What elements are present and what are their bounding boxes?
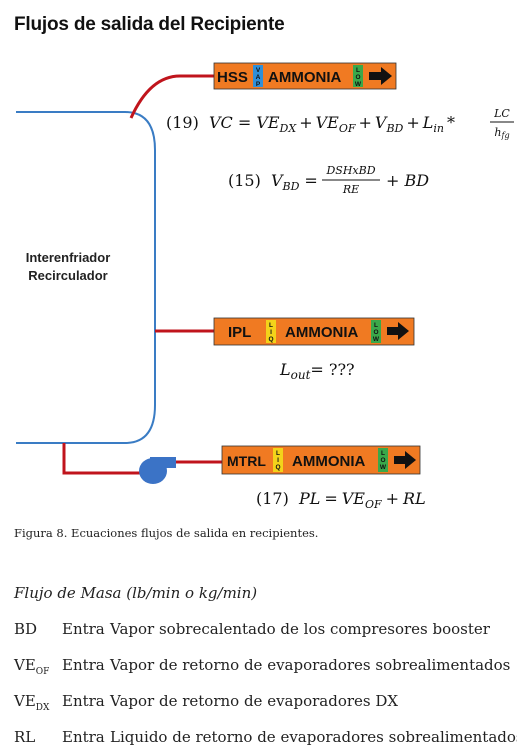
svg-text:+ BD: + BD	[386, 171, 429, 190]
l-out-expression: Lout= ???	[279, 360, 355, 382]
state-badge	[266, 320, 276, 343]
svg-text:I: I	[270, 329, 272, 336]
state-badge	[273, 448, 283, 472]
definition-kind: Entra	[62, 620, 105, 638]
svg-text:O: O	[373, 329, 378, 336]
svg-text:L: L	[374, 322, 378, 329]
pump-icon	[139, 457, 176, 484]
hss-pipe	[129, 74, 214, 119]
fluid-name: AMMONIA	[268, 69, 341, 86]
svg-text:O: O	[380, 457, 385, 464]
pipe-tag: MTRL	[227, 453, 266, 469]
pipe-label-hss: HSS V A P AMMONIA L O W	[213, 62, 397, 90]
flow-arrow-icon	[387, 322, 409, 340]
vessel-label-line1: Interenfriador	[26, 250, 111, 265]
svg-text:Q: Q	[268, 336, 273, 343]
definition-description: Vapor de retorno de evaporadores sobreal…	[110, 656, 511, 674]
svg-text:I: I	[277, 457, 279, 464]
svg-text:L: L	[356, 67, 360, 74]
svg-text:V: V	[256, 67, 261, 74]
svg-text:W: W	[355, 81, 362, 88]
svg-text:L: L	[381, 450, 385, 457]
fluid-name: AMMONIA	[285, 324, 358, 341]
pressure-badge	[371, 320, 381, 343]
definition-description: Liquido de retorno de evaporadores sobre…	[110, 728, 517, 746]
svg-text:Q: Q	[275, 464, 280, 471]
definition-symbol: VEDX	[14, 692, 50, 713]
equation-17: (17) PL=VEOF+RL	[256, 489, 426, 511]
svg-text:LC: LC	[493, 107, 510, 120]
pipe-tag: IPL	[228, 324, 251, 341]
figure-caption: Figura 8. Ecuaciones flujos de salida en…	[14, 526, 319, 540]
svg-text:W: W	[373, 336, 380, 343]
pressure-badge	[378, 448, 388, 472]
definition-symbol: VEOF	[14, 656, 50, 677]
pipe-tag: HSS	[217, 69, 248, 86]
vessel-label-line2: Recirculador	[28, 268, 107, 283]
svg-text:L: L	[269, 322, 273, 329]
pipe-label-mtrl: MTRL L I Q AMMONIA L O W	[221, 445, 421, 475]
definition-kind: Entra	[62, 656, 105, 674]
svg-text:(19) VC = VEDX+VEOF+VBD+: (19) VC = VEDX+VEOF+VBD+Lin*	[166, 113, 455, 135]
svg-text:O: O	[355, 74, 360, 81]
svg-text:L: L	[276, 450, 280, 457]
equation-15: (15) VBD= DSHxBD RE + BD	[228, 164, 429, 196]
definition-symbol: BD	[14, 620, 38, 638]
svg-text:W: W	[380, 464, 387, 471]
svg-text:P: P	[256, 81, 261, 88]
svg-text:DSHxBD: DSHxBD	[325, 164, 375, 177]
definition-kind: Entra	[62, 728, 105, 746]
definition-description: Vapor sobrecalentado de los compresores …	[110, 620, 490, 638]
page-title: Flujos de salida del Recipiente	[14, 14, 285, 35]
equation-19: (19) VC = VEDX+VEOF+VBD+Lin* LC hfg	[166, 107, 514, 140]
svg-text:RE: RE	[342, 183, 359, 196]
definition-kind: Entra	[62, 692, 105, 710]
vessel-outline	[16, 111, 156, 444]
fluid-name: AMMONIA	[292, 453, 365, 470]
pressure-badge	[353, 65, 363, 87]
svg-text:hfg: hfg	[494, 126, 509, 140]
flow-arrow-icon	[369, 67, 392, 85]
state-badge	[253, 65, 263, 87]
definition-description: Vapor de retorno de evaporadores DX	[110, 692, 399, 710]
flow-arrow-icon	[394, 451, 416, 469]
section-title: Flujo de Masa (lb/min o kg/min)	[14, 584, 258, 602]
svg-text:(15) VBD=: (15) VBD=	[228, 171, 318, 193]
svg-text:A: A	[256, 74, 261, 81]
pipe-label-ipl: IPL L I Q AMMONIA L O W	[213, 317, 415, 346]
definition-symbol: RL	[14, 728, 36, 746]
mtrl-pipe-drop	[62, 443, 142, 475]
vessel-outflow-diagram: Interenfriador Recirculador HSS V A P AM…	[16, 62, 514, 511]
